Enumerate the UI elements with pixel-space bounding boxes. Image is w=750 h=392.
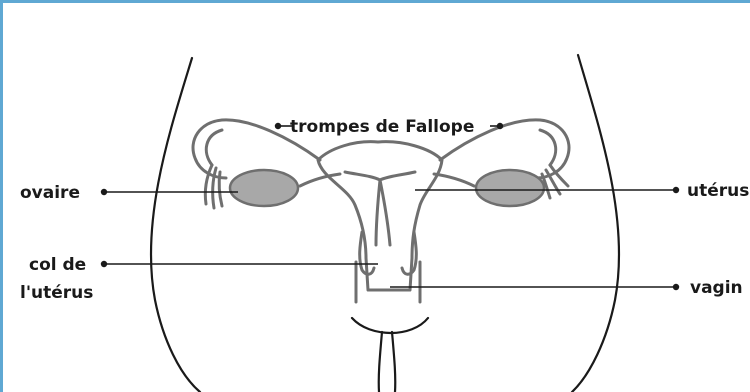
ovarian-ligament-right <box>434 174 474 186</box>
label-cervix-line2: l'utérus <box>20 283 93 303</box>
label-ovary: ovaire <box>20 183 80 203</box>
groin-curve <box>352 318 428 333</box>
uterus-body <box>318 142 442 290</box>
dot-cervix <box>101 261 107 267</box>
label-uterus: utérus <box>687 181 749 201</box>
label-vagina: vagin <box>690 278 743 298</box>
label-cervix-line1: col de <box>29 255 86 275</box>
dot-fallopian-right <box>497 123 503 129</box>
dot-uterus <box>673 187 679 193</box>
body-outline-right <box>572 55 619 392</box>
ovary-left <box>230 170 298 206</box>
ovary-right <box>476 170 544 206</box>
leg-gap-right <box>392 332 395 392</box>
dot-fallopian-left <box>275 123 281 129</box>
dot-ovary <box>101 189 107 195</box>
uterus-organ <box>318 142 442 302</box>
dot-vagina <box>673 284 679 290</box>
label-fallopian-tubes: trompes de Fallope <box>290 117 474 137</box>
body-outline-left <box>151 58 200 392</box>
leg-gap-left <box>379 332 382 392</box>
